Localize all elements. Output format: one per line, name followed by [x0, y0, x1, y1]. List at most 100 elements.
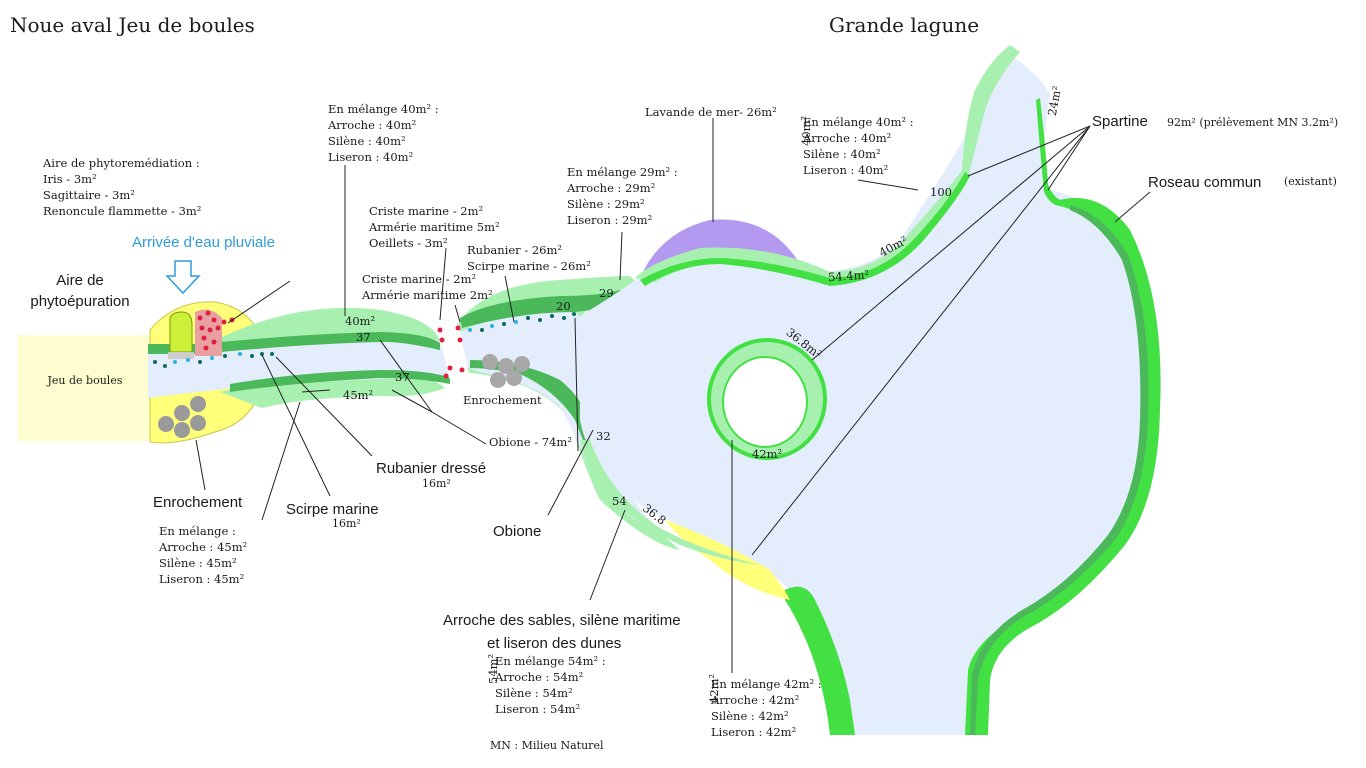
svg-text:Liseron : 42m²: Liseron : 42m² [711, 725, 796, 739]
criste-upper-label: Criste marine - 2m² Armérie maritime 5m²… [368, 204, 500, 250]
svg-text:Oeillets - 3m²: Oeillets - 3m² [369, 236, 448, 250]
leader-lines [195, 118, 1151, 673]
svg-text:Arroche : 54m²: Arroche : 54m² [494, 670, 583, 684]
enrochement-left-label: Enrochement [153, 494, 243, 511]
spartine-label: Spartine [1092, 113, 1148, 130]
svg-text:Rubanier - 26m²: Rubanier - 26m² [467, 243, 562, 257]
rubanier-dots-left [153, 352, 274, 368]
lagoon-upper-bank [635, 45, 1020, 282]
svg-text:Arroche des sables, silène mar: Arroche des sables, silène maritime [443, 612, 681, 629]
measure-45: 45m² [343, 388, 373, 402]
title-right: Grande lagune [829, 13, 979, 37]
svg-text:En mélange 29m² :: En mélange 29m² : [567, 165, 678, 179]
lavande-label: Lavande de mer- 26m² [645, 105, 777, 119]
measure-20: 20 [556, 299, 571, 313]
phyto-basin [168, 352, 194, 359]
svg-text:et liseron des dunes: et liseron des dunes [487, 635, 621, 652]
roseau-label: Roseau commun [1148, 174, 1261, 191]
rain-arrow-icon [165, 260, 201, 295]
spartine-band [1036, 98, 1062, 206]
left-channel-lower-band [230, 370, 450, 392]
island-inner [722, 356, 808, 448]
lagoon-bottom-bank [785, 586, 855, 735]
svg-text:Arroche : 45m²: Arroche : 45m² [158, 540, 247, 554]
svg-text:Liseron : 40m²: Liseron : 40m² [803, 163, 888, 177]
svg-text:Silène : 45m²: Silène : 45m² [159, 556, 237, 570]
svg-text:Liseron : 40m²: Liseron : 40m² [328, 150, 413, 164]
middle-lower-bank [580, 440, 760, 565]
svg-text:En mélange 42m² :: En mélange 42m² : [711, 677, 822, 691]
svg-text:Armérie maritime 2m²: Armérie maritime 2m² [361, 288, 493, 302]
mix-42-label: En mélange 42m² : Arroche : 42m² Silène … [710, 677, 822, 739]
enrochement-mid-label: Enrochement [463, 393, 542, 407]
phyto-area-label: Aire de phytoépuration [30, 272, 129, 310]
obione-label: Obione [493, 523, 541, 540]
mix-29-label: En mélange 29m² : Arroche : 29m² Silène … [566, 165, 678, 227]
rubanier-small-label: Rubanier - 26m² Scirpe marine - 26m² [467, 243, 591, 273]
svg-text:Silène : 54m²: Silène : 54m² [495, 686, 573, 700]
svg-text:Liseron : 45m²: Liseron : 45m² [159, 572, 244, 586]
left-channel-water [148, 340, 450, 398]
enrochement-left-rocks [158, 396, 206, 438]
svg-text:Silène : 29m²: Silène : 29m² [567, 197, 645, 211]
scirpe-marine-area: 16m² [332, 517, 361, 530]
connector-red-dots [437, 325, 465, 379]
rubanier-dots-middle [468, 312, 576, 332]
measure-v54: 54m² [486, 654, 500, 684]
phyto-red-dots [197, 310, 235, 351]
measure-54-4: 54.4m² [828, 267, 870, 284]
svg-text:Aire de: Aire de [56, 272, 104, 289]
svg-text:Silène : 40m²: Silène : 40m² [328, 134, 406, 148]
svg-text:En mélange 40m² :: En mélange 40m² : [328, 102, 439, 116]
mix-45-label: En mélange : Arroche : 45m² Silène : 45m… [158, 524, 247, 586]
measure-37-bottom: 37 [395, 370, 410, 384]
svg-text:En mélange :: En mélange : [159, 524, 236, 538]
criste-lower-label: Criste marine - 2m² Armérie maritime 2m² [361, 272, 493, 302]
phyto-zone-label: Aire de phytoremédiation : Iris - 3m² Sa… [42, 156, 201, 218]
measure-100: 100 [930, 185, 952, 199]
svg-text:Renoncule flammette - 3m²: Renoncule flammette - 3m² [43, 204, 201, 218]
measure-v40: 40m² [799, 116, 813, 146]
measure-29: 29 [599, 286, 614, 300]
measure-42-island: 42m² [752, 447, 782, 461]
mix-top-label: En mélange 40m² : Arroche : 40m² Silène … [327, 102, 439, 164]
middle-channel-lower-band [470, 360, 605, 475]
roseau-detail: (existant) [1284, 175, 1337, 188]
middle-channel-upper-band [460, 290, 622, 328]
svg-text:Sagittaire - 3m²: Sagittaire - 3m² [43, 188, 135, 202]
svg-text:Arroche : 40m²: Arroche : 40m² [802, 131, 891, 145]
svg-text:Arroche : 29m²: Arroche : 29m² [566, 181, 655, 195]
svg-text:Armérie maritime 5m²: Armérie maritime 5m² [368, 220, 500, 234]
spartine-detail: 92m² (prélèvement MN 3.2m²) [1167, 116, 1338, 129]
measure-32: 32 [596, 429, 611, 443]
svg-text:Iris - 3m²: Iris - 3m² [43, 172, 97, 186]
title-left: Noue aval Jeu de boules [10, 13, 255, 37]
measure-labels: 40m² 37 37 45m² 20 29 32 54 36.8 100 40m… [343, 85, 1064, 704]
mix-54-label: En mélange 54m² : Arroche : 54m² Silène … [494, 654, 606, 716]
rubanier-dresse-label: Rubanier dressé [376, 460, 486, 477]
measure-37-top: 37 [356, 330, 371, 344]
measure-54: 54 [612, 494, 627, 508]
svg-text:Scirpe marine - 26m²: Scirpe marine - 26m² [467, 259, 591, 273]
svg-text:Criste marine - 2m²: Criste marine - 2m² [362, 272, 476, 286]
mn-note: MN : Milieu Naturel [490, 739, 604, 752]
svg-text:En mélange 54m² :: En mélange 54m² : [495, 654, 606, 668]
rock-connector-strip [438, 322, 470, 380]
rubanier-dresse-area: 16m² [422, 477, 451, 490]
rain-label: Arrivée d'eau pluviale [132, 234, 275, 251]
measure-24: 24m² [1045, 85, 1064, 117]
svg-text:Arroche : 42m²: Arroche : 42m² [710, 693, 799, 707]
roseau-bank [965, 198, 1161, 735]
obione-small-label: Obione - 74m² [489, 435, 572, 449]
measure-v42: 42m² [707, 674, 721, 704]
lagoon-water [580, 55, 1155, 735]
svg-text:Arroche : 40m²: Arroche : 40m² [327, 118, 416, 132]
mix-right-label: En mélange 40m² : Arroche : 40m² Silène … [802, 115, 914, 177]
svg-text:Aire de phytoremédiation :: Aire de phytoremédiation : [42, 156, 200, 170]
jeu-de-boules-area [18, 335, 151, 441]
svg-text:Silène : 42m²: Silène : 42m² [711, 709, 789, 723]
enrochement-mid-rocks [482, 354, 530, 388]
svg-text:Silène : 40m²: Silène : 40m² [803, 147, 881, 161]
scirpe-marine-label: Scirpe marine [286, 501, 379, 518]
